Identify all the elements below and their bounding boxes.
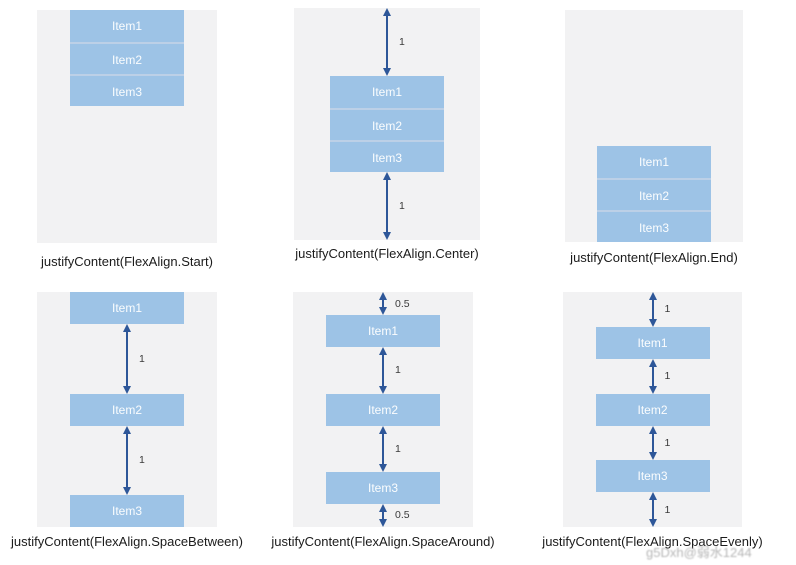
- panel-caption: justifyContent(FlexAlign.SpaceEvenly): [542, 534, 763, 549]
- flex-item: Item2: [70, 42, 184, 74]
- demo-flex-align-end: Item1 Item2 Item3 justifyContent(FlexAli…: [565, 10, 743, 265]
- panel-caption: justifyContent(FlexAlign.SpaceAround): [271, 534, 495, 549]
- spacing-value-label: 1: [664, 303, 671, 316]
- flex-item: Item1: [330, 76, 444, 108]
- flex-item: Item1: [597, 146, 711, 178]
- spacing-value-label: 1: [664, 370, 671, 383]
- demo-flex-align-space-between: Item1 1 Item2 1 Item3 justifyContent(Fle…: [11, 292, 243, 549]
- flex-item: Item2: [595, 393, 710, 426]
- spacing-arrow-icon: 1: [631, 425, 675, 461]
- spacing-arrow-icon: 1: [361, 347, 405, 394]
- flex-container: Item1 Item2 Item3: [37, 10, 217, 243]
- flex-item: Item3: [70, 495, 184, 527]
- arrow-head-down-icon: [123, 385, 131, 394]
- spacing-arrow-icon: 1: [105, 324, 149, 394]
- spacing-value-label: 1: [399, 36, 405, 48]
- arrow-head-down-icon: [648, 519, 657, 527]
- demo-flex-align-start: Item1 Item2 Item3 justifyContent(FlexAli…: [37, 10, 217, 269]
- arrow-head-down-icon: [648, 318, 657, 327]
- spacing-value-label: 1: [664, 436, 671, 449]
- arrow-head-down-icon: [379, 385, 387, 394]
- arrow-head-down-icon: [123, 487, 131, 495]
- spacing-value-label: 1: [395, 442, 401, 455]
- spacing-arrow-icon: 1: [631, 358, 675, 394]
- arrow-head-up-icon: [379, 347, 387, 356]
- arrow-line: [126, 332, 128, 386]
- arrow-head-up-icon: [379, 292, 387, 300]
- flex-item: Item3: [70, 74, 184, 106]
- arrow-head-down-icon: [383, 68, 391, 76]
- spacing-value-label: 1: [139, 352, 145, 365]
- arrow-head-down-icon: [383, 232, 391, 240]
- arrow-head-up-icon: [648, 358, 657, 367]
- demo-flex-align-center: 1 Item1 Item2 Item3 1 justifyContent(Fle…: [294, 8, 480, 261]
- flex-item: Item2: [597, 178, 711, 210]
- arrow-line: [651, 300, 654, 319]
- flex-container: Item1 Item2 Item3: [565, 10, 743, 242]
- spacing-arrow-icon: 1: [365, 172, 409, 240]
- spacing-arrow-icon: 1: [361, 425, 405, 472]
- spacing-arrow-icon: 1: [365, 8, 409, 76]
- arrow-head-up-icon: [123, 324, 131, 332]
- arrow-head-up-icon: [648, 492, 657, 501]
- arrow-head-up-icon: [383, 8, 391, 16]
- arrow-head-up-icon: [123, 425, 131, 434]
- flex-item: Item1: [595, 326, 710, 359]
- arrow-head-down-icon: [379, 307, 387, 316]
- spacing-value-label: 0.5: [395, 509, 410, 522]
- arrow-head-up-icon: [379, 503, 387, 512]
- item-stack: Item1 Item2 Item3: [70, 10, 184, 106]
- panel-caption: justifyContent(FlexAlign.Center): [295, 246, 479, 261]
- flex-container: 1 Item1 Item2 Item3 1: [294, 8, 480, 240]
- arrow-line: [651, 500, 654, 519]
- spacing-value-label: 1: [395, 364, 401, 377]
- arrow-line: [651, 433, 654, 453]
- arrow-head-up-icon: [648, 425, 657, 434]
- spacing-arrow-icon: 0.5: [361, 503, 410, 527]
- panel-caption: justifyContent(FlexAlign.SpaceBetween): [11, 534, 243, 549]
- flex-item: Item3: [597, 210, 711, 242]
- flex-item: Item3: [595, 460, 710, 493]
- spacing-value-label: 0.5: [395, 297, 410, 310]
- flex-item: Item1: [326, 315, 440, 348]
- flex-container: Item1 1 Item2 1 Item3: [37, 292, 217, 527]
- spacing-value-label: 1: [399, 200, 405, 212]
- flex-item: Item3: [326, 471, 440, 504]
- item-stack: Item1 Item2 Item3: [597, 146, 711, 242]
- arrow-head-down-icon: [648, 452, 657, 461]
- spacing-value-label: 1: [664, 503, 671, 516]
- arrow-head-down-icon: [648, 385, 657, 394]
- spacing-arrow-icon: 1: [105, 425, 149, 495]
- arrow-line: [386, 16, 388, 68]
- panel-caption: justifyContent(FlexAlign.End): [570, 250, 738, 265]
- arrow-line: [382, 355, 384, 386]
- flex-item: Item2: [70, 393, 184, 426]
- arrow-line: [651, 366, 654, 386]
- arrow-head-up-icon: [379, 425, 387, 434]
- demo-flex-align-space-around: 0.5 Item1 1 Item2 1 Item3 0.5 justifyCon…: [271, 292, 495, 549]
- arrow-head-up-icon: [383, 172, 391, 180]
- spacing-arrow-icon: 1: [631, 292, 675, 327]
- spacing-arrow-icon: 1: [631, 492, 675, 527]
- flex-item: Item3: [330, 140, 444, 172]
- arrow-line: [382, 300, 384, 308]
- arrow-line: [126, 433, 128, 487]
- arrow-line: [382, 511, 384, 519]
- arrow-line: [386, 180, 388, 232]
- spacing-arrow-icon: 0.5: [361, 292, 410, 316]
- spacing-value-label: 1: [139, 454, 145, 467]
- arrow-line: [382, 433, 384, 464]
- flex-item: Item1: [70, 10, 184, 42]
- flex-container: 0.5 Item1 1 Item2 1 Item3 0.5: [293, 292, 473, 527]
- arrow-head-down-icon: [379, 463, 387, 472]
- item-stack: Item1 Item2 Item3: [330, 76, 444, 172]
- flex-container: 1 Item1 1 Item2 1 Item3 1: [563, 292, 742, 527]
- flex-item: Item2: [330, 108, 444, 140]
- arrow-head-down-icon: [379, 519, 387, 527]
- flex-item: Item2: [326, 393, 440, 426]
- panel-caption: justifyContent(FlexAlign.Start): [41, 254, 213, 269]
- flex-item: Item1: [70, 292, 184, 324]
- demo-flex-align-space-evenly: 1 Item1 1 Item2 1 Item3 1 justifyContent…: [542, 292, 763, 549]
- arrow-head-up-icon: [648, 292, 657, 300]
